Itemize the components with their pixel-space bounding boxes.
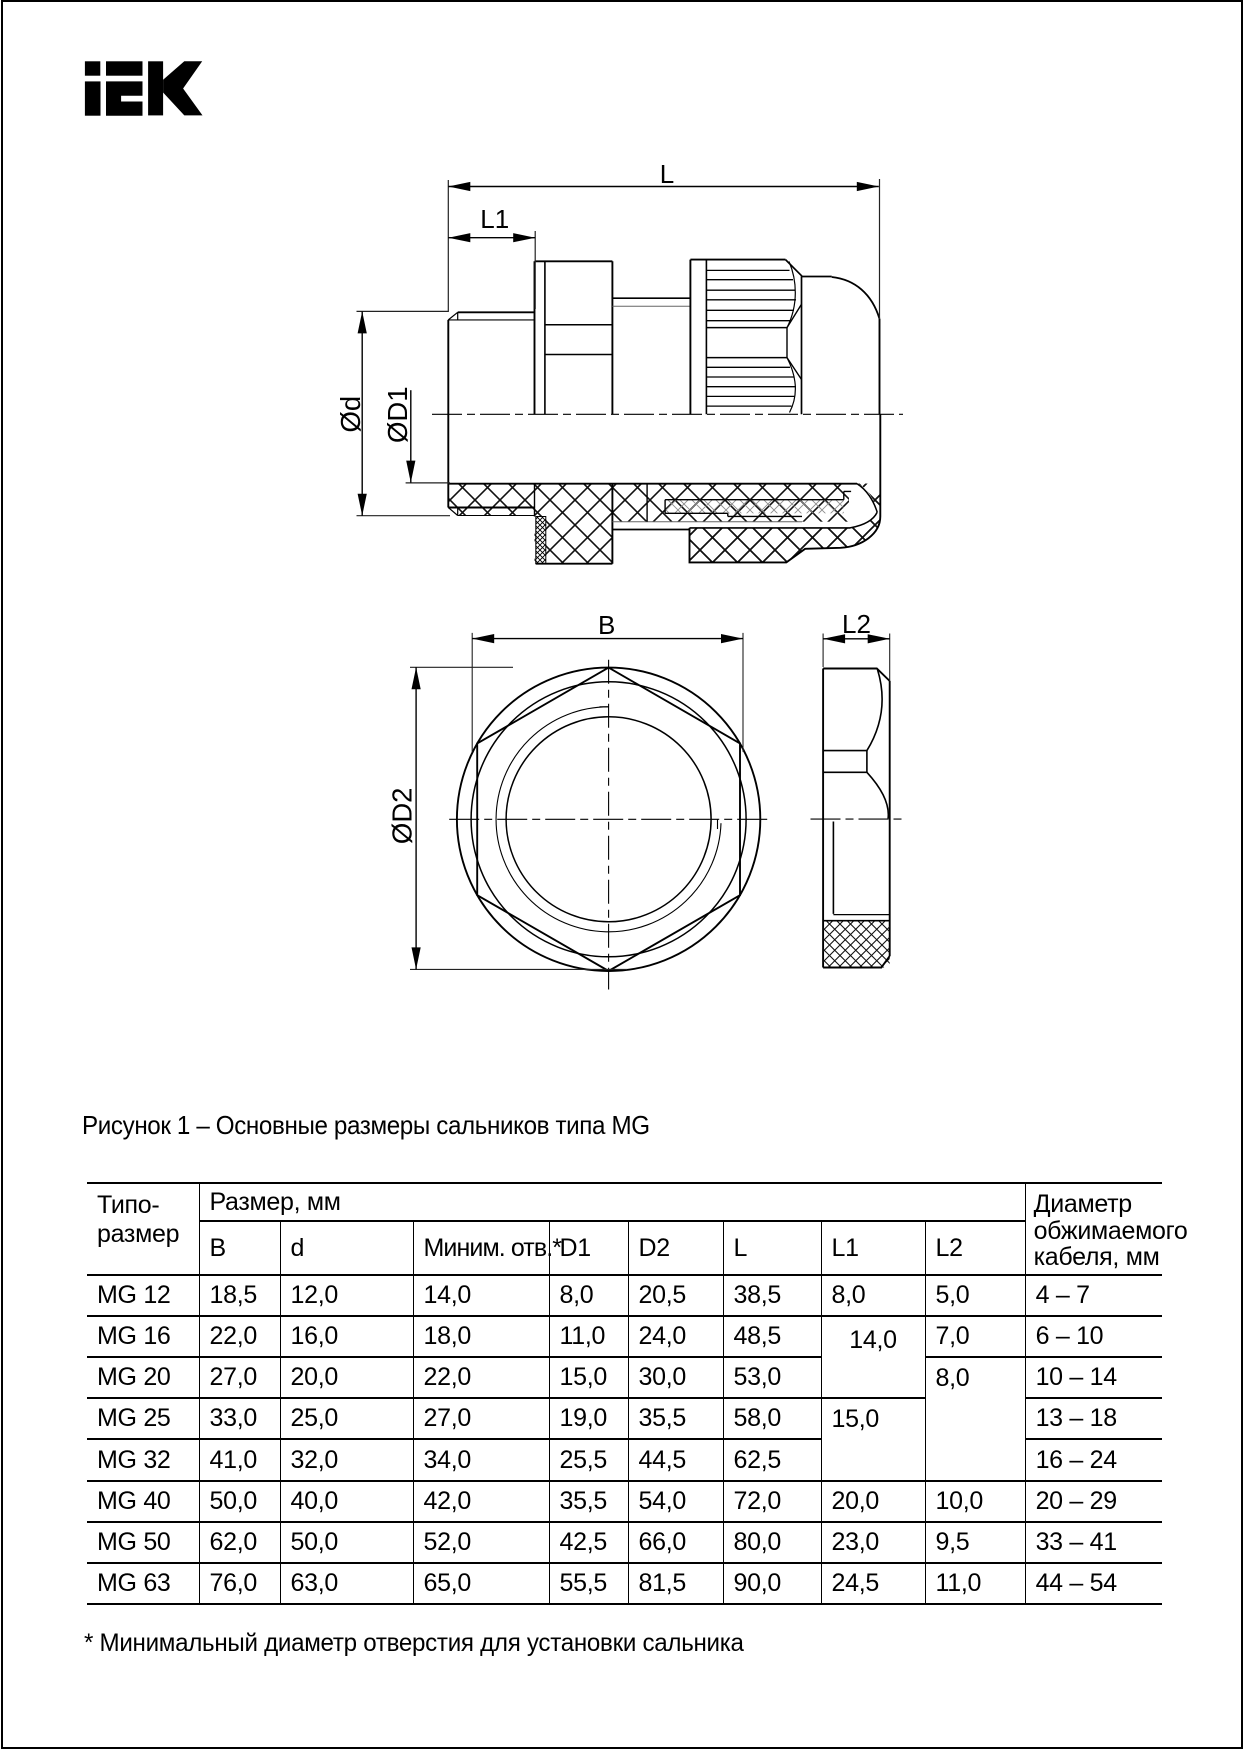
- svg-text:ØD2: ØD2: [387, 788, 418, 845]
- svg-text:L2: L2: [842, 609, 871, 639]
- svg-text:ØD1: ØD1: [382, 386, 413, 443]
- svg-text:Ød: Ød: [335, 396, 366, 433]
- svg-text:B: B: [598, 610, 615, 640]
- svg-text:L1: L1: [480, 204, 509, 234]
- svg-text:L: L: [660, 159, 674, 189]
